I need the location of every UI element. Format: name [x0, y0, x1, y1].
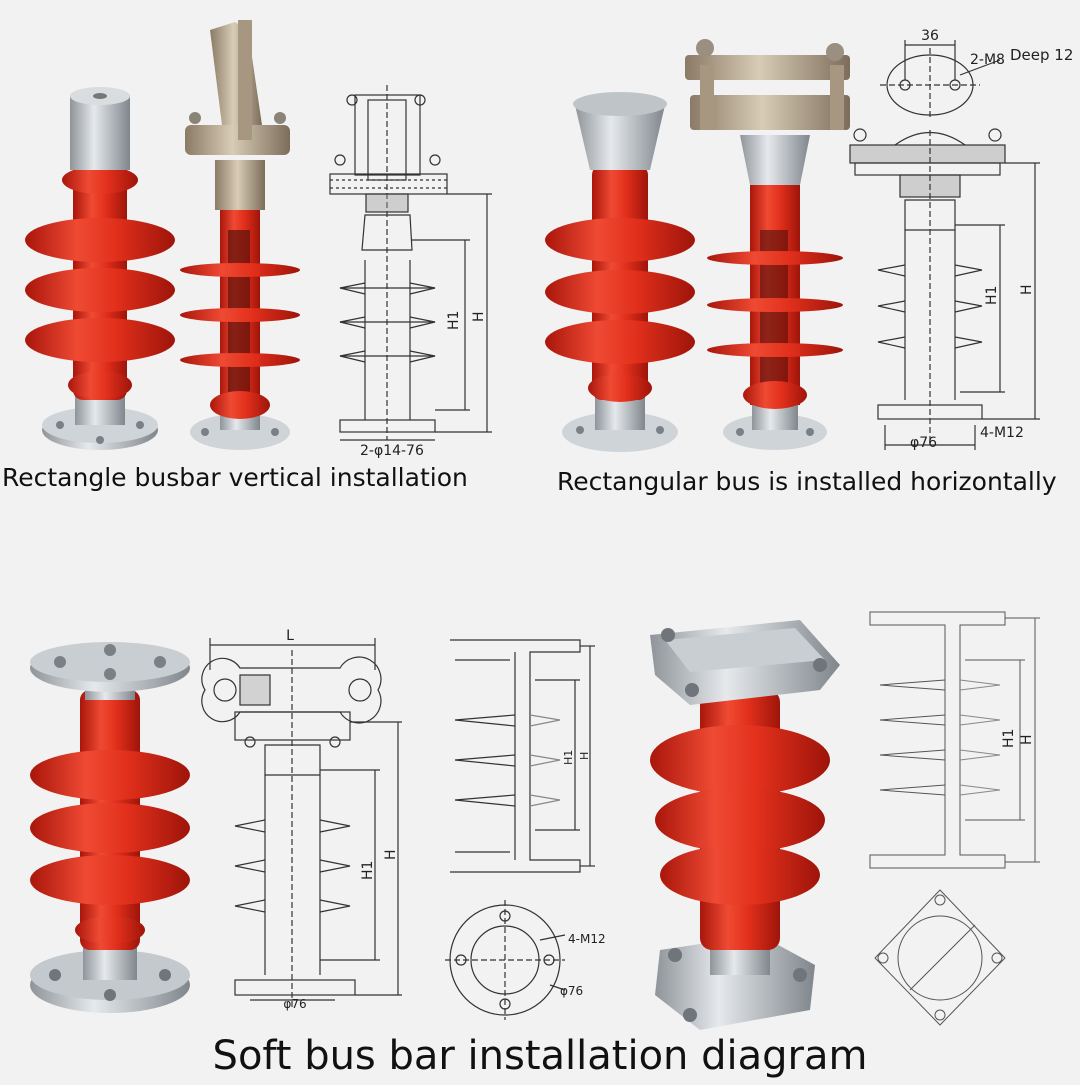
dim-phi76-c: φ76: [283, 997, 306, 1011]
dim-phi76-d: φ76: [560, 984, 583, 998]
dim-h-b: H: [1019, 284, 1035, 295]
dim-phi76-b: φ76: [910, 435, 937, 451]
insulator-photo-3: [545, 92, 695, 452]
dim-m12-d: 4-M12: [568, 932, 606, 946]
dim-h-d: H: [578, 752, 591, 760]
drawing-soft-clamp: [201, 638, 402, 1010]
insulator-photo-1: [25, 87, 175, 450]
drawing-vertical: [329, 85, 492, 441]
dim-m12-b: 4-M12: [980, 425, 1024, 441]
dim-h1-a: H1: [446, 311, 462, 330]
dimension-labels: 36 2-M8 Deep 12 H1 H 2-φ14-76 H1 H φ76 4…: [283, 28, 1073, 1011]
dim-h1-e: H1: [1001, 729, 1017, 748]
drawing-square: [869, 611, 1040, 1026]
insulator-photo-6: [650, 620, 840, 1030]
caption-vertical: Rectangle busbar vertical installation: [2, 463, 468, 492]
caption-soft-bus: Soft bus bar installation diagram: [212, 1033, 868, 1079]
dim-h-c: H: [383, 849, 399, 860]
insulator-photo-5: [30, 642, 190, 1013]
insulator-photo-4: [685, 39, 850, 450]
caption-horizontal: Rectangular bus is installed horizontall…: [557, 467, 1057, 496]
drawing-section: [445, 639, 595, 1020]
dim-h-e: H: [1019, 734, 1035, 745]
dim-h1-c: H1: [360, 861, 376, 880]
dim-h-a: H: [471, 311, 487, 322]
dim-36: 36: [921, 28, 939, 44]
dim-phi14: 2-φ14-76: [360, 443, 424, 459]
dim-l: L: [286, 628, 294, 644]
drawing-horizontal: [849, 40, 1040, 450]
dim-m8: 2-M8: [970, 52, 1005, 68]
dim-deep: Deep 12: [1010, 46, 1073, 64]
insulator-photo-2: [180, 20, 300, 450]
dim-h1-b: H1: [984, 286, 1000, 305]
dim-h1-d: H1: [562, 750, 575, 765]
